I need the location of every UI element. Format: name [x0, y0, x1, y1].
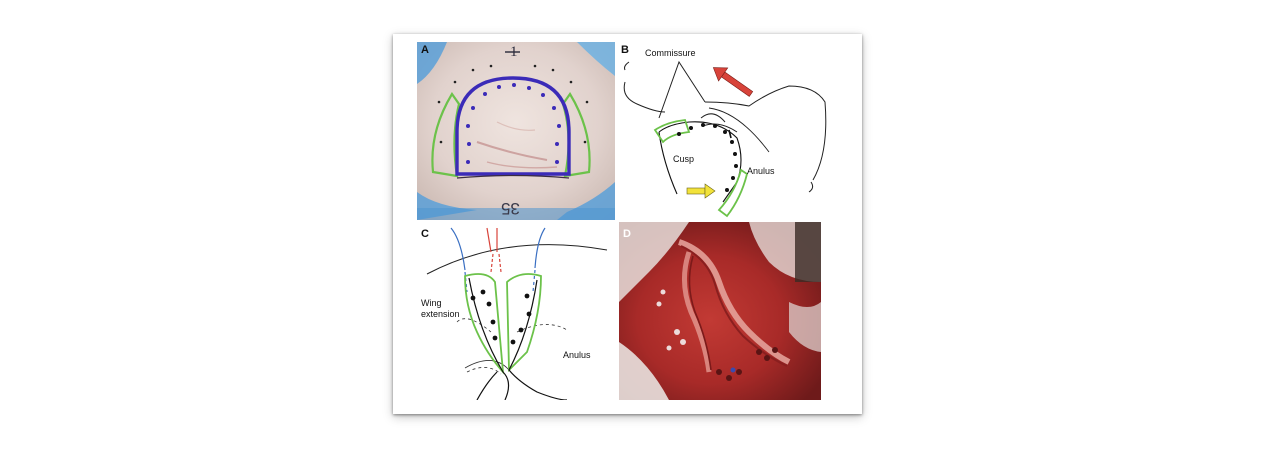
anulus-label-c: Anulus [563, 350, 591, 360]
panel-d-label: D [623, 228, 631, 240]
panel-b-diagram: B Commissure Cusp Anulus [619, 42, 831, 220]
anulus-label-b: Anulus [747, 166, 775, 176]
marker-top-number: 1 [510, 44, 518, 60]
panel-c-label: C [421, 228, 429, 240]
cusp-label: Cusp [673, 154, 695, 164]
panel-a-label: A [421, 44, 429, 56]
wing-label-line2: extension [421, 309, 460, 319]
commissure-label: Commissure [645, 48, 696, 58]
panel-d-photo: D [619, 222, 821, 400]
wing-label-line1: Wing [421, 298, 442, 308]
panel-a-photo: A 1 35 [417, 42, 615, 220]
marker-bottom-number: 35 [501, 199, 520, 218]
figure-card: A 1 35 [393, 34, 862, 414]
panel-b-label: B [621, 44, 629, 56]
panel-c-diagram: C Wing extension Anulus [417, 222, 619, 400]
